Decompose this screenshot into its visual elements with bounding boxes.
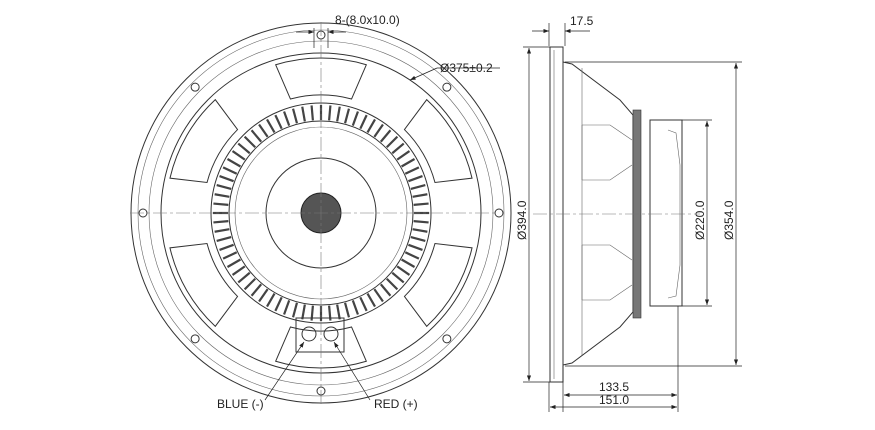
- cooling-fin: [404, 251, 420, 260]
- cooling-fin: [266, 292, 276, 308]
- cooling-fin: [385, 135, 399, 149]
- cooling-fin: [396, 150, 411, 161]
- hole-spec-label: 8-(8.0x10.0): [335, 13, 400, 27]
- terminal-block: [295, 317, 345, 353]
- cooling-fin: [413, 220, 429, 224]
- cooling-fin: [301, 304, 306, 320]
- cooling-fin: [291, 302, 298, 318]
- cooling-fin: [404, 166, 420, 175]
- cooling-fin: [219, 175, 234, 183]
- cooling-fin: [258, 288, 269, 303]
- cooling-fin: [283, 300, 291, 315]
- cooling-fin: [351, 300, 359, 315]
- cooling-fin: [216, 183, 232, 190]
- cooling-fin: [396, 265, 411, 276]
- cooling-fin: [410, 236, 426, 243]
- cooling-fin: [231, 265, 246, 276]
- cooling-fin: [412, 228, 428, 233]
- flange-thickness-label: 17.5: [570, 14, 594, 28]
- cooling-fin: [216, 236, 232, 243]
- basket-window: [169, 242, 239, 328]
- cooling-fin: [291, 108, 298, 124]
- cooling-fin: [400, 158, 416, 168]
- cooling-fin: [391, 271, 405, 284]
- cooling-fin: [250, 129, 263, 143]
- cooling-fin: [222, 166, 238, 175]
- cooling-fin: [310, 105, 314, 121]
- cooling-fin: [344, 108, 351, 124]
- cooling-fin: [266, 118, 276, 134]
- mounting-hole: [494, 208, 504, 218]
- cooling-fin: [391, 142, 405, 155]
- side-view: 17.5 Ø394.0 Ø354.0 Ø220.0 133.5 151.0: [515, 14, 742, 412]
- cooling-fin: [408, 175, 423, 183]
- basket-window: [169, 98, 239, 184]
- terminal-negative-label: BLUE (-): [217, 397, 264, 411]
- cooling-fin: [328, 105, 332, 121]
- cooling-fin: [226, 158, 242, 168]
- overall-diameter-label: Ø394.0: [515, 200, 529, 240]
- cooling-fin: [283, 111, 291, 126]
- cooling-fin: [214, 228, 230, 233]
- magnet-diameter-label: Ø220.0: [693, 200, 707, 240]
- basket-window: [275, 57, 367, 100]
- cooling-fin: [379, 283, 392, 297]
- cooling-fin: [379, 129, 392, 143]
- cooling-fin: [351, 111, 359, 126]
- cooling-fin: [400, 258, 416, 268]
- front-view: 8-(8.0x10.0) Ø375±0.2 BLUE (-) RED (+): [130, 13, 512, 411]
- cooling-fin: [226, 258, 242, 268]
- cooling-fin: [413, 202, 429, 206]
- cooling-fin: [274, 296, 283, 312]
- outer-diameter-label: Ø375±0.2: [440, 61, 493, 75]
- cooling-fin: [250, 283, 263, 297]
- cooling-fin: [385, 277, 399, 291]
- basket-depth-label: 133.5: [599, 380, 629, 394]
- cooling-fin: [412, 193, 428, 198]
- flange: [549, 46, 564, 383]
- magnet: [649, 119, 683, 307]
- overall-depth-label: 151.0: [599, 393, 629, 407]
- cooling-fin: [408, 243, 423, 251]
- cooling-fin: [258, 123, 269, 138]
- mounting-hole: [442, 82, 452, 92]
- mounting-hole: [442, 334, 452, 344]
- cooling-fin: [366, 292, 376, 308]
- basket-window: [403, 242, 473, 328]
- mounting-hole: [190, 82, 200, 92]
- cooling-fin: [373, 123, 384, 138]
- cooling-fin: [213, 220, 229, 224]
- terminal-positive-label: RED (+): [374, 397, 418, 411]
- cooling-fin: [219, 243, 234, 251]
- basket-window: [403, 98, 473, 184]
- cooling-fin: [237, 271, 251, 284]
- cooling-fin: [410, 183, 426, 190]
- cooling-fin: [243, 135, 257, 149]
- cooling-fin: [359, 114, 368, 130]
- cooling-fin: [222, 251, 238, 260]
- cooling-fin: [213, 202, 229, 206]
- cooling-fin: [373, 288, 384, 303]
- mounting-hole: [190, 334, 200, 344]
- cooling-fin: [243, 277, 257, 291]
- cooling-fin: [366, 118, 376, 134]
- cooling-fin: [336, 304, 341, 320]
- cooling-fin: [237, 142, 251, 155]
- cooling-fin: [336, 106, 341, 122]
- cooling-fin: [214, 193, 230, 198]
- basket-diameter-label: Ø354.0: [722, 200, 736, 240]
- cooling-fin: [344, 302, 351, 318]
- cooling-fin: [301, 106, 306, 122]
- cooling-fin: [274, 114, 283, 130]
- cooling-fin: [359, 296, 368, 312]
- cooling-fin: [231, 150, 246, 161]
